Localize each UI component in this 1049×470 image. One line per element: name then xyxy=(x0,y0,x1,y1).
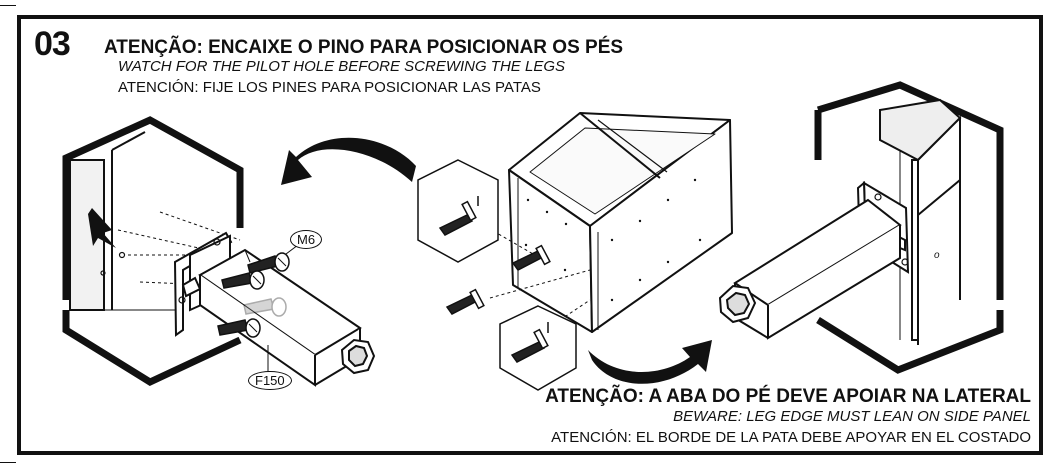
left-detail-hexagon xyxy=(62,116,244,386)
right-detail-hexagon xyxy=(814,81,1004,374)
callout-hex-lower xyxy=(499,305,577,391)
step-number: 03 xyxy=(34,25,71,63)
cabinet-holes xyxy=(524,178,702,302)
leg-tube-right xyxy=(733,198,902,340)
callout-hex-upper xyxy=(417,159,499,263)
pilot-hole-arrow-icon xyxy=(88,208,126,276)
center-leg-inserted xyxy=(511,244,551,271)
screw-part-label: M6 xyxy=(290,230,323,249)
screw-icon xyxy=(217,318,261,338)
page-edge-line-top xyxy=(0,5,16,6)
footer-subtitle-es: ATENCIÓN: EL BORDE DE LA PATA DEBE APOYA… xyxy=(551,429,1031,446)
pilot-hole-mark: o xyxy=(934,250,940,261)
curved-arrow-right-icon xyxy=(588,340,712,384)
header-title-pt: ATENÇÃO: ENCAIXE O PINO PARA POSICIONAR … xyxy=(104,37,624,58)
leveling-foot-right xyxy=(718,284,757,324)
screw-icon xyxy=(247,252,290,274)
page-edge-line-bottom xyxy=(0,462,16,463)
screw-icon xyxy=(243,297,287,317)
footer-subtitle-en: BEWARE: LEG EDGE MUST LEAN ON SIDE PANEL xyxy=(673,408,1031,425)
curved-arrow-left-icon xyxy=(281,137,416,185)
leveling-foot-left xyxy=(340,338,376,375)
leg-part-label: F150 xyxy=(248,371,292,390)
header-subtitle-en: WATCH FOR THE PILOT HOLE BEFORE SCREWING… xyxy=(118,58,565,75)
right-side-panel xyxy=(879,98,962,345)
screws-left xyxy=(217,252,290,338)
cabinet-carcass xyxy=(508,112,733,333)
footer-title-pt: ATENÇÃO: A ABA DO PÉ DEVE APOIAR NA LATE… xyxy=(545,386,1031,407)
left-side-panel xyxy=(69,131,180,311)
header-subtitle-es: ATENCIÓN: FIJE LOS PINES PARA POSICIONAR… xyxy=(118,79,541,96)
center-leg-loose xyxy=(445,288,485,315)
screw-icon xyxy=(221,270,265,290)
